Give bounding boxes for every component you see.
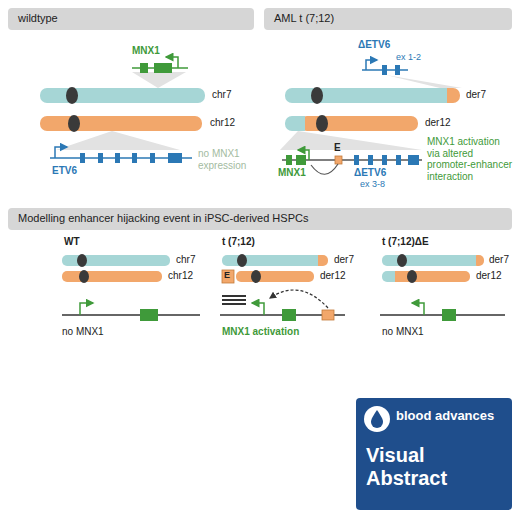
annotation-label: der7: [466, 89, 486, 101]
annotation-label: MNX1 activation via altered promoter-enh…: [427, 136, 513, 182]
annotation-label: E: [334, 142, 341, 154]
annotation-label: der12: [320, 270, 346, 282]
node-text: blood advances: [396, 409, 506, 424]
chromosome: [40, 88, 205, 103]
annotation-label: E: [224, 270, 230, 280]
annotation-label: ΔETV6: [358, 39, 390, 51]
node-text: Modelling enhancer hijacking event in iP…: [18, 212, 308, 225]
annotation-label: chr7: [212, 89, 231, 101]
annotation-label: der12: [425, 117, 451, 129]
panel-header: AML t (7;12): [264, 8, 512, 30]
node-text: wildtype: [18, 12, 58, 25]
annotation-label: chr12: [210, 117, 235, 129]
annotation-label: ETV6: [52, 165, 77, 177]
annotation-label: MNX1: [132, 45, 160, 57]
chromosome: [40, 116, 202, 131]
annotation-label: chr12: [168, 270, 193, 282]
annotation-label: MNX1 activation: [222, 326, 299, 338]
node-text: AML t (7;12): [274, 12, 334, 25]
logo-icon: [362, 404, 392, 434]
annotation-label: der7: [489, 254, 509, 266]
panel-header: Modelling enhancer hijacking event in iP…: [8, 208, 512, 230]
annotation-label: ΔETV6: [354, 167, 386, 179]
annotation-label: der12: [476, 270, 502, 282]
annotation-label: no MNX1: [62, 326, 104, 338]
annotation-label: der7: [334, 254, 354, 266]
annotation-label: chr7: [176, 254, 195, 266]
annotation-label: ex 1-2: [396, 52, 421, 62]
annotation-label: no MNX1 expression: [198, 148, 258, 171]
annotation-label: WT: [64, 236, 80, 248]
annotation-label: t (7;12)ΔE: [382, 236, 429, 248]
node-text: Visual Abstract: [366, 444, 476, 490]
zoom-wedge: [132, 72, 186, 88]
annotation-label: t (7;12): [222, 236, 255, 248]
panel-header: wildtype: [8, 8, 254, 30]
annotation-label: no MNX1: [382, 326, 424, 338]
annotation-label: MNX1: [278, 167, 306, 179]
annotation-label: ex 3-8: [360, 179, 385, 189]
